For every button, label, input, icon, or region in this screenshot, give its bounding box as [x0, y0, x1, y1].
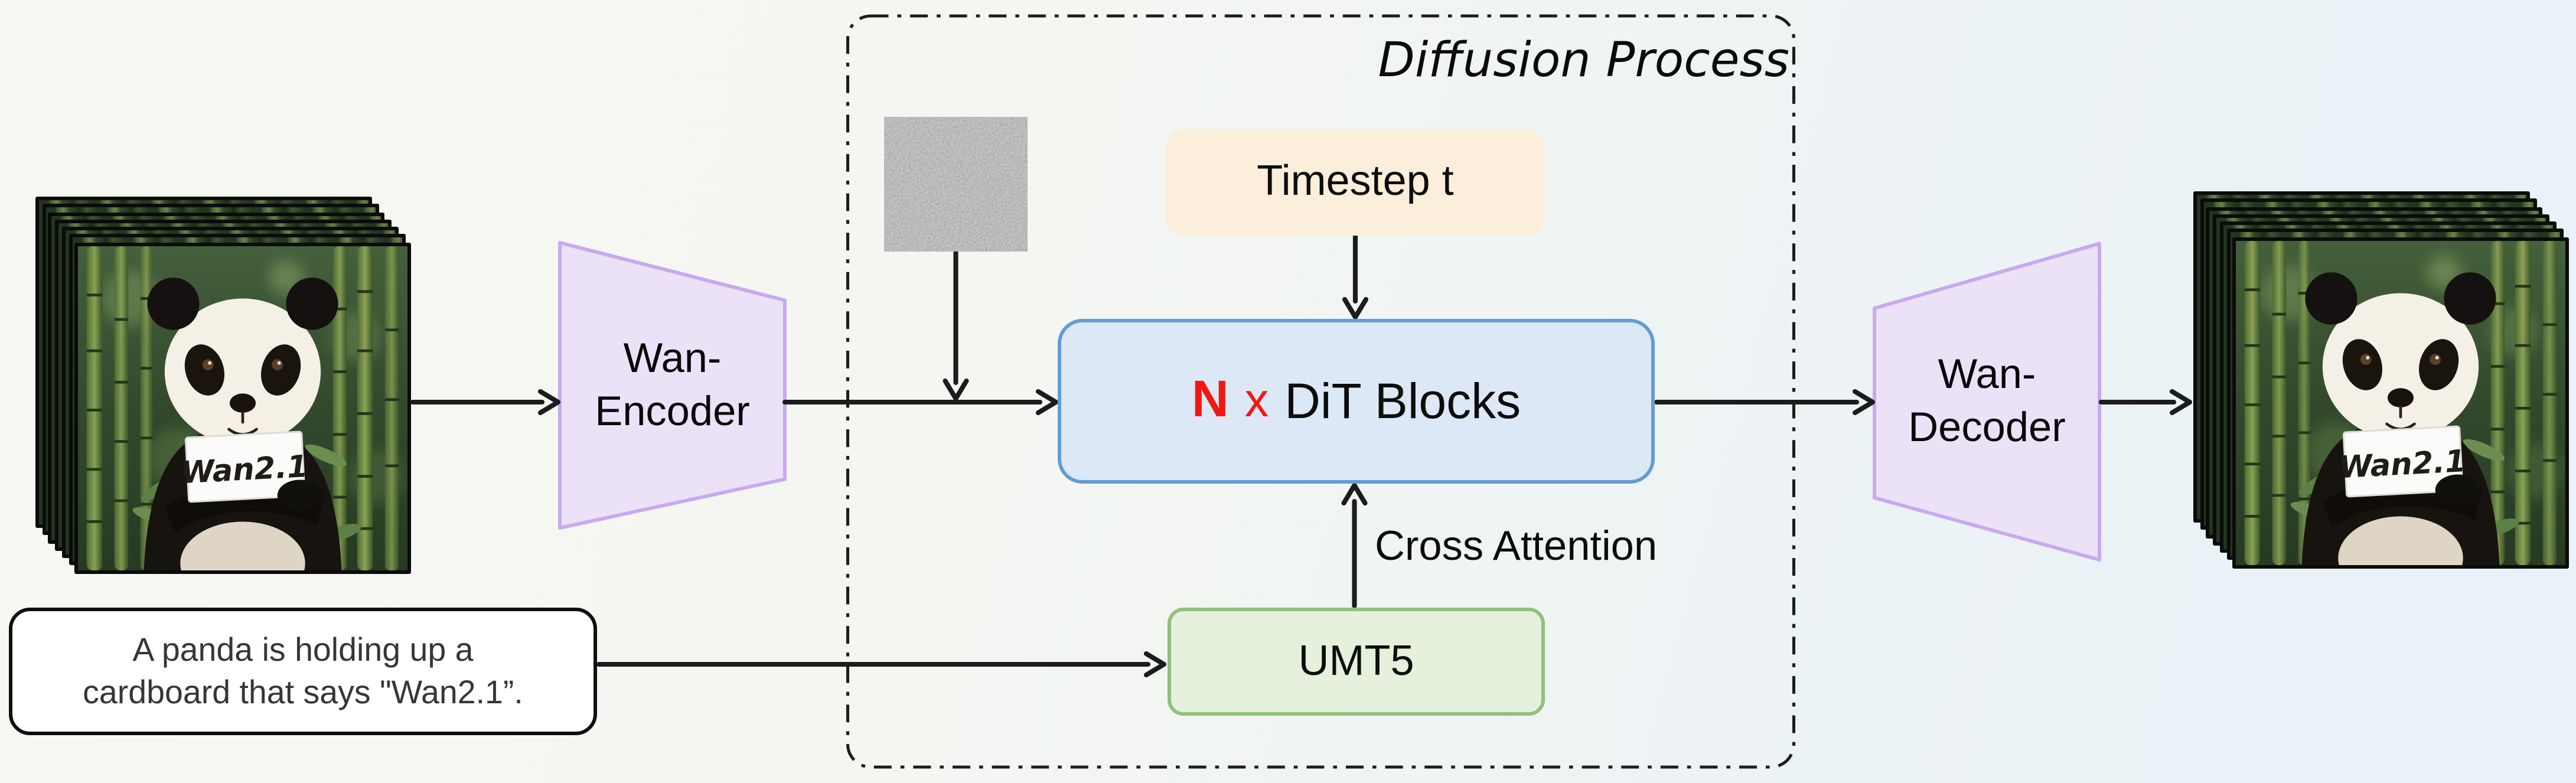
video-frame-front: [74, 242, 412, 573]
arrow-encoder-to-dit: [782, 389, 1059, 416]
wan-decoder-shape: [1873, 242, 2101, 562]
arrow-timestep-to-dit: [1342, 233, 1369, 320]
output-video-frames-stack: [2193, 191, 2571, 574]
prompt-text-box: A panda is holding up a cardboard that s…: [9, 608, 597, 735]
arrow-prompt-to-umt5: [596, 651, 1167, 678]
dit-label: DiT Blocks: [1284, 373, 1521, 428]
arrow-frames-to-encoder: [410, 389, 561, 416]
arrow-noise-down: [943, 249, 969, 402]
wan-encoder-label: Wan- Encoder: [595, 335, 750, 433]
wan-decoder-label: Wan- Decoder: [1908, 351, 2066, 449]
gaussian-noise-patch: [884, 117, 1028, 252]
diffusion-process-boundary: [846, 14, 1796, 769]
arrow-dit-to-decoder: [1654, 389, 1876, 416]
wan-encoder-shape: [558, 241, 787, 530]
umt5-box: UMT5: [1168, 608, 1545, 716]
timestep-box: Timestep t: [1166, 129, 1545, 236]
input-video-frames-stack: [35, 197, 413, 574]
panda-photo: [79, 246, 408, 570]
dit-blocks-box: N x DiT Blocks: [1058, 319, 1655, 484]
arrow-umt5-to-dit-cross-attention: [1341, 482, 1368, 609]
panda-photo: [2236, 240, 2566, 565]
arrow-decoder-to-frames: [2098, 389, 2193, 416]
video-frame-front: [2232, 236, 2570, 568]
cross-attention-label: Cross Attention: [1375, 523, 1658, 569]
dit-count-symbol: N: [1191, 372, 1229, 429]
diagram-title: Diffusion Process: [1378, 34, 1789, 89]
dit-times-symbol: x: [1244, 374, 1269, 427]
